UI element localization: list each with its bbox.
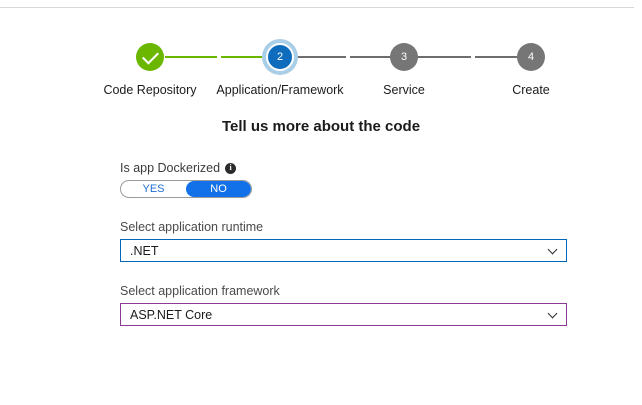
step-label-code-repository: Code Repository bbox=[103, 83, 197, 97]
step-indicator-4: 4 bbox=[517, 43, 545, 71]
runtime-label: Select application runtime bbox=[120, 220, 264, 234]
wizard-step-service[interactable]: 3 Service bbox=[334, 38, 474, 97]
framework-select[interactable]: ASP.NET Core bbox=[120, 303, 567, 326]
wizard-stepper: Code Repository 2 Application/Framework … bbox=[0, 38, 642, 108]
step-label-application-framework: Application/Framework bbox=[216, 83, 344, 97]
wizard-step-code-repository[interactable]: Code Repository bbox=[80, 38, 220, 97]
dockerized-option-no[interactable]: NO bbox=[186, 181, 251, 197]
wizard-step-application-framework[interactable]: 2 Application/Framework bbox=[210, 38, 350, 97]
application-framework-form: Is app Dockerized i YES NO Select applic… bbox=[120, 161, 567, 326]
dockerized-toggle[interactable]: YES NO bbox=[120, 180, 252, 198]
wizard-step-create[interactable]: 4 Create bbox=[461, 38, 601, 97]
stepper-connector-1 bbox=[165, 55, 270, 58]
runtime-field: Select application runtime .NET bbox=[120, 220, 567, 262]
step-indicator-current: 2 bbox=[266, 43, 294, 71]
page-title: Tell us more about the code bbox=[221, 118, 421, 135]
framework-label: Select application framework bbox=[120, 284, 280, 298]
chevron-down-icon bbox=[549, 246, 558, 255]
dockerized-label: Is app Dockerized bbox=[120, 161, 221, 175]
info-icon[interactable]: i bbox=[225, 162, 237, 174]
stepper-connector-2 bbox=[294, 55, 399, 58]
step-label-create: Create bbox=[512, 83, 550, 97]
check-icon bbox=[141, 47, 159, 65]
framework-selected-value: ASP.NET Core bbox=[130, 307, 213, 322]
step-indicator-3: 3 bbox=[390, 43, 418, 71]
header-divider bbox=[0, 7, 634, 8]
step-indicator-completed bbox=[136, 43, 164, 71]
step-label-service: Service bbox=[383, 83, 425, 97]
runtime-selected-value: .NET bbox=[130, 243, 159, 258]
framework-field: Select application framework ASP.NET Cor… bbox=[120, 284, 567, 326]
dockerized-label-row: Is app Dockerized i bbox=[120, 161, 567, 175]
dockerized-option-yes[interactable]: YES bbox=[142, 183, 165, 195]
chevron-down-icon bbox=[549, 310, 558, 319]
stepper-connector-3 bbox=[417, 55, 527, 58]
runtime-select[interactable]: .NET bbox=[120, 239, 567, 262]
